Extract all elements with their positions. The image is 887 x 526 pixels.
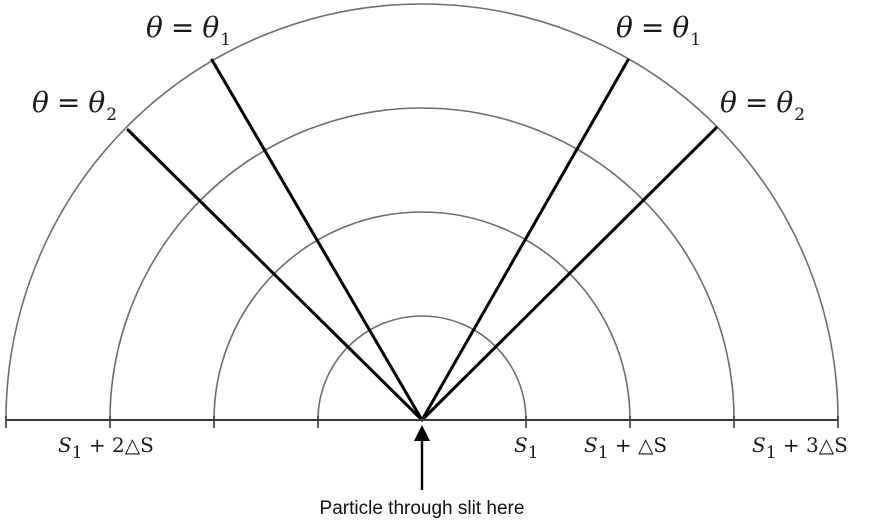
arc-s1-plus-ds (213, 211, 631, 421)
ray-theta2-left (126, 128, 424, 422)
arc-s1-plus-3ds (5, 3, 839, 421)
ray-theta1-left (210, 58, 424, 422)
arc-s1 (317, 315, 527, 421)
rays-group (126, 58, 718, 422)
label-s1: S1 (514, 433, 539, 463)
slit-arrow-icon (414, 425, 430, 490)
label-theta2-right: θ=θ2 (720, 86, 805, 125)
label-s1-plus-ds: S1 + △S (584, 433, 667, 463)
ray-theta2-right (420, 126, 718, 422)
label-theta1-left: θ=θ1 (146, 11, 231, 50)
label-s1-plus-2ds: S1 + 2△S (58, 433, 154, 463)
ray-theta1-right (420, 58, 630, 422)
slit-caption: Particle through slit here (320, 498, 525, 519)
label-theta1-right: θ=θ1 (616, 11, 701, 50)
label-s1-plus-3ds: S1 + 3△S (752, 433, 848, 463)
label-theta2-left: θ=θ2 (32, 86, 117, 125)
tick-marks (5, 416, 839, 428)
arc-s1-plus-2ds (109, 107, 735, 421)
arcs-group (5, 3, 839, 421)
